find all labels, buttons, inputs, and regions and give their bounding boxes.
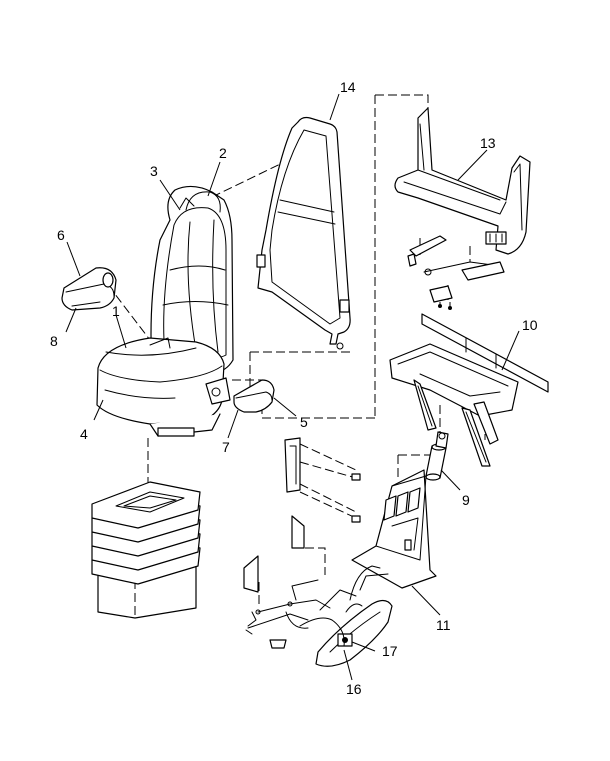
- linkage-cables: [245, 579, 331, 649]
- backrest: [150, 185, 234, 373]
- callout-8: 8: [50, 333, 58, 349]
- foam-pad-stack: [91, 481, 201, 619]
- callout-11: 11: [436, 617, 451, 633]
- callout-2: 2: [219, 145, 227, 161]
- callout-labels: 1 2 3 4 5 6 7 8 9 10 11 13 14 16 17: [50, 79, 538, 697]
- slide-rails: [284, 437, 361, 523]
- callout-4: 4: [80, 426, 88, 442]
- foam-layer-1: [91, 481, 201, 529]
- riser-base: [351, 469, 437, 589]
- callout-14: 14: [340, 79, 356, 95]
- callout-17: 17: [382, 643, 398, 659]
- seat-cushion: [96, 337, 231, 437]
- adjuster-assembly: [299, 565, 393, 667]
- callout-1: 1: [112, 303, 120, 319]
- right-armrest: [233, 379, 275, 413]
- callout-16: 16: [346, 681, 362, 697]
- callout-13: 13: [480, 135, 496, 151]
- seat-belt-frame: [256, 116, 351, 350]
- callout-7: 7: [222, 439, 230, 455]
- callout-6: 6: [57, 227, 65, 243]
- callout-5: 5: [300, 414, 308, 430]
- small-clips: [243, 515, 305, 593]
- callout-3: 3: [150, 163, 158, 179]
- callout-9: 9: [462, 492, 470, 508]
- callout-10: 10: [522, 317, 538, 333]
- back-bracket: [394, 107, 531, 255]
- left-armrest: [61, 267, 117, 311]
- callout-leaders: [65, 93, 520, 681]
- shock-absorber: [425, 431, 449, 481]
- slide-hardware: [407, 235, 505, 310]
- seat-base: [389, 313, 549, 467]
